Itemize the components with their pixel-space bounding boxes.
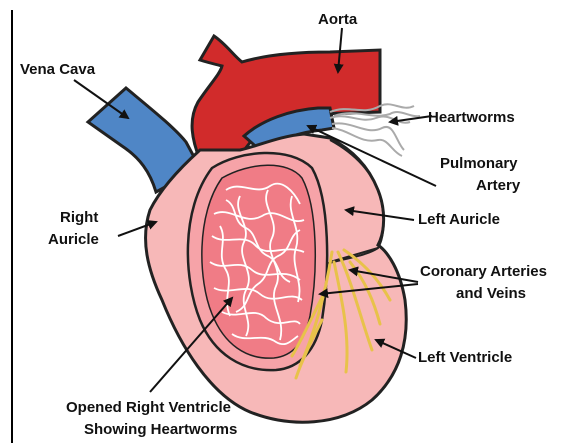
label-aorta: Aorta bbox=[318, 11, 358, 28]
right-ventricle-interior bbox=[202, 165, 315, 358]
heartworms-arrow bbox=[390, 116, 432, 122]
label-heartworms: Heartworms bbox=[428, 109, 515, 126]
label-left-auricle: Left Auricle bbox=[418, 211, 500, 228]
label-coronary-line2: and Veins bbox=[456, 285, 526, 302]
label-opened-ventricle-line2: Showing Heartworms bbox=[84, 421, 237, 438]
label-opened-ventricle-line1: Opened Right Ventricle bbox=[66, 399, 231, 416]
label-pulmonary-line1: Pulmonary bbox=[440, 155, 518, 172]
label-pulmonary-line2: Artery bbox=[476, 177, 521, 194]
label-right-auricle-line2: Auricle bbox=[48, 231, 99, 248]
label-vena-cava: Vena Cava bbox=[20, 61, 96, 78]
label-coronary-line1: Coronary Arteries bbox=[420, 263, 547, 280]
label-left-ventricle: Left Ventricle bbox=[418, 349, 512, 366]
label-right-auricle-line1: Right bbox=[60, 209, 98, 226]
